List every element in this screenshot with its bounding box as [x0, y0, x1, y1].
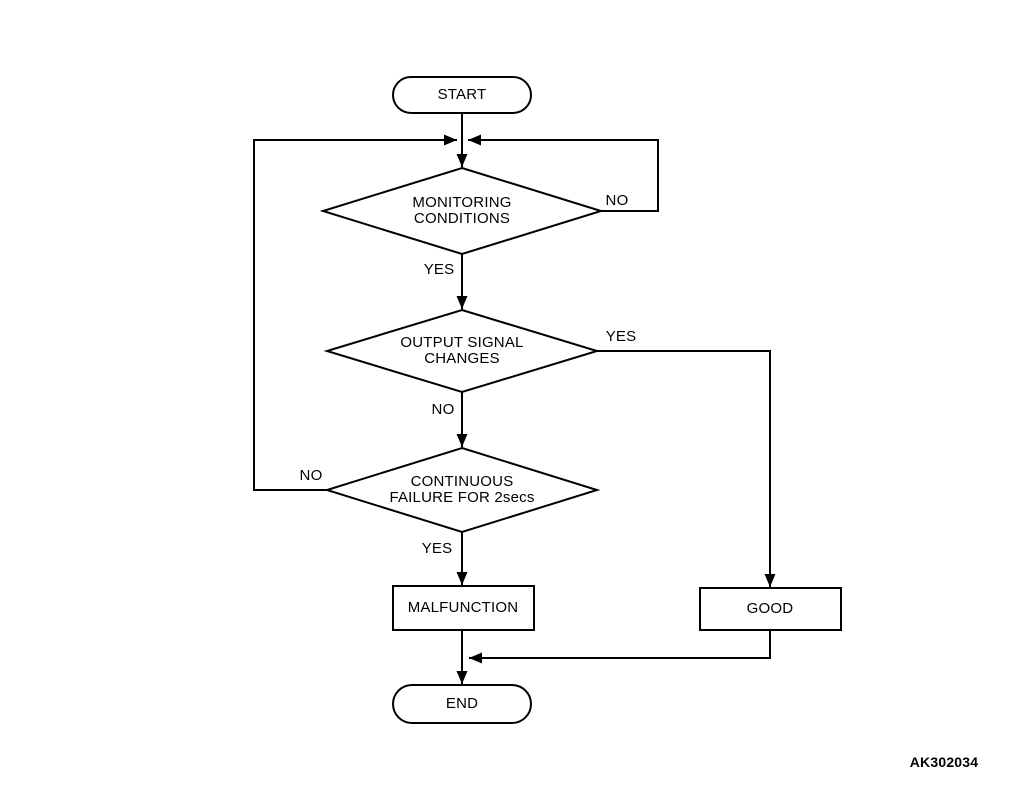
node-continuous-failure-label: CONTINUOUS FAILURE FOR 2secs — [389, 473, 535, 506]
edge-good-merge — [469, 630, 771, 664]
edge-label-output-yes: YES — [605, 328, 637, 345]
edge-label-continuous-no: NO — [299, 467, 323, 484]
node-good-shape — [699, 587, 842, 631]
node-end-label: END — [445, 695, 479, 712]
node-end-shape — [392, 684, 532, 724]
edge-output-yes-to-good — [597, 350, 776, 587]
node-good-label: GOOD — [746, 600, 794, 617]
node-output-signal-changes-shape — [323, 308, 601, 394]
edge-continuous-no-loop — [253, 134, 457, 491]
edge-label-monitoring-yes: YES — [423, 261, 455, 278]
node-monitoring-conditions-shape — [319, 166, 605, 256]
edge-label-output-no: NO — [431, 401, 455, 418]
node-start-shape — [392, 76, 532, 114]
node-malfunction-shape — [392, 585, 535, 631]
edge-label-monitoring-no: NO — [605, 192, 629, 209]
node-start-label: START — [437, 86, 487, 103]
edge-monitoring-no-loop — [468, 134, 659, 212]
figure-code: AK302034 — [909, 754, 979, 770]
node-malfunction-label: MALFUNCTION — [407, 599, 519, 616]
node-output-signal-changes-label: OUTPUT SIGNAL CHANGES — [400, 334, 524, 367]
node-monitoring-conditions-label: MONITORING CONDITIONS — [412, 194, 512, 227]
node-continuous-failure-shape — [323, 446, 601, 534]
edge-label-continuous-yes: YES — [421, 540, 453, 557]
